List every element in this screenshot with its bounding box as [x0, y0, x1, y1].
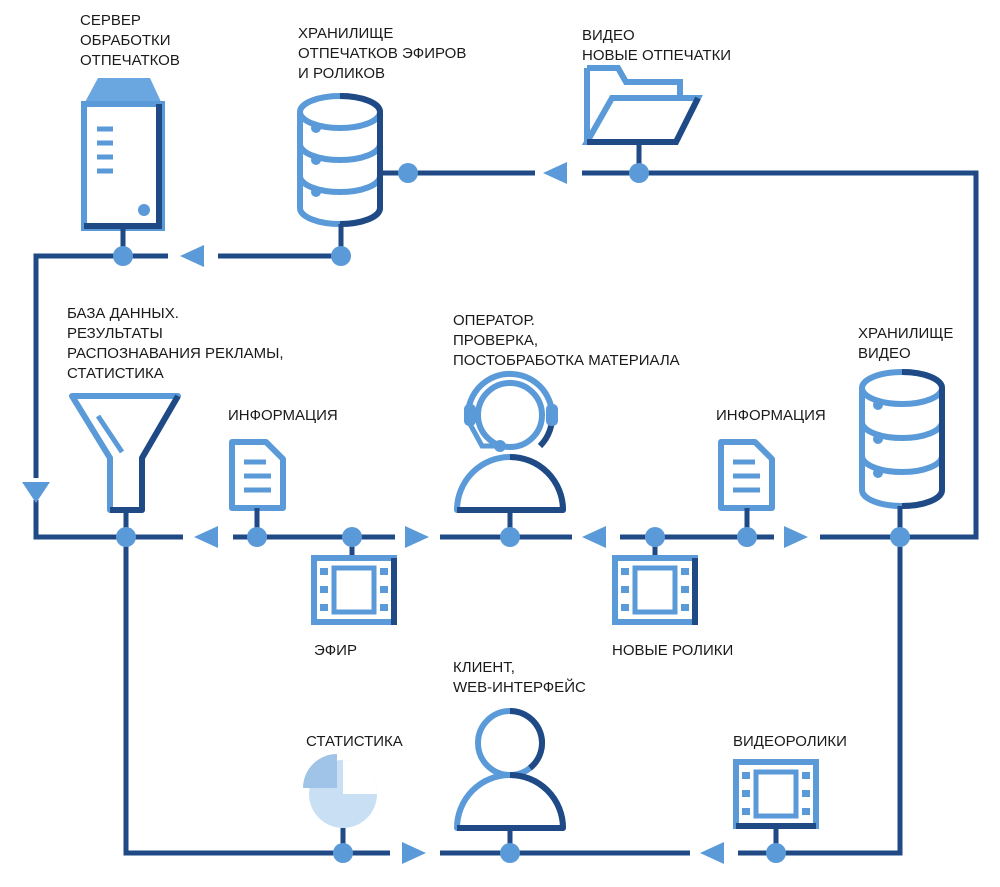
node — [398, 163, 418, 183]
node — [331, 246, 351, 266]
node — [500, 843, 520, 863]
node — [333, 843, 353, 863]
label-operator: ОПЕРАТОР. ПРОВЕРКА, ПОСТОБРАБОТКА МАТЕРИ… — [453, 312, 680, 369]
node — [890, 527, 910, 547]
user-icon — [454, 708, 566, 853]
headset-operator-icon — [454, 370, 566, 537]
arrow-down-icon — [22, 482, 50, 503]
arrow-right-icon — [402, 842, 426, 864]
pie-chart-icon — [303, 754, 377, 853]
document-icon — [229, 439, 286, 537]
arrow-right-icon — [405, 526, 429, 548]
film-icon — [733, 759, 819, 853]
document-icon — [718, 439, 775, 537]
node — [500, 527, 520, 547]
label-database: БАЗА ДАННЫХ. РЕЗУЛЬТАТЫ РАСПОЗНАВАНИЯ РЕ… — [67, 305, 288, 382]
label-new-clips: НОВЫЕ РОЛИКИ — [612, 642, 733, 659]
label-video-storage: ХРАНИЛИЩЕ ВИДЕО — [858, 325, 958, 362]
database-icon — [859, 369, 945, 537]
node — [113, 246, 133, 266]
node — [342, 527, 362, 547]
label-video-new-fingerprints: ВИДЕО НОВЫЕ ОТПЕЧАТКИ — [582, 27, 731, 64]
label-info-left: ИНФОРМАЦИЯ — [228, 407, 338, 424]
node — [247, 527, 267, 547]
label-videoclips: ВИДЕОРОЛИКИ — [733, 733, 847, 750]
arrow-left-icon — [180, 245, 204, 267]
line-storage-to-server — [33, 253, 341, 478]
labels: СЕРВЕР ОБРАБОТКИ ОТПЕЧАТКОВ ХРАНИЛИЩЕ ОТ… — [67, 12, 958, 750]
connection-nodes — [113, 163, 910, 863]
node — [766, 843, 786, 863]
server-tower-icon — [81, 78, 165, 256]
label-statistics: СТАТИСТИКА — [306, 733, 403, 750]
arrow-left-icon — [700, 842, 724, 864]
label-server: СЕРВЕР ОБРАБОТКИ ОТПЕЧАТКОВ — [80, 12, 180, 69]
folder-open-icon — [581, 65, 703, 173]
line-video-to-storage — [408, 170, 979, 540]
label-info-right: ИНФОРМАЦИЯ — [716, 407, 826, 424]
arrow-left-icon — [194, 526, 218, 548]
flow-arrows — [22, 162, 808, 864]
funnel-icon — [69, 393, 181, 537]
film-icon — [612, 537, 698, 625]
label-client: КЛИЕНТ, WEB-ИНТЕРФЕЙС — [453, 659, 586, 696]
node — [629, 163, 649, 183]
database-icon — [297, 93, 408, 256]
arrow-right-icon — [784, 526, 808, 548]
film-icon — [311, 537, 397, 625]
label-fingerprint-storage: ХРАНИЛИЩЕ ОТПЕЧАТКОВ ЭФИРОВ И РОЛИКОВ — [298, 25, 471, 82]
line-left-to-middle — [33, 500, 126, 540]
arrow-left-icon — [543, 162, 567, 184]
label-air: ЭФИР — [314, 642, 357, 659]
node — [116, 527, 136, 547]
node — [737, 527, 757, 547]
node — [645, 527, 665, 547]
arrow-left-icon — [582, 526, 606, 548]
